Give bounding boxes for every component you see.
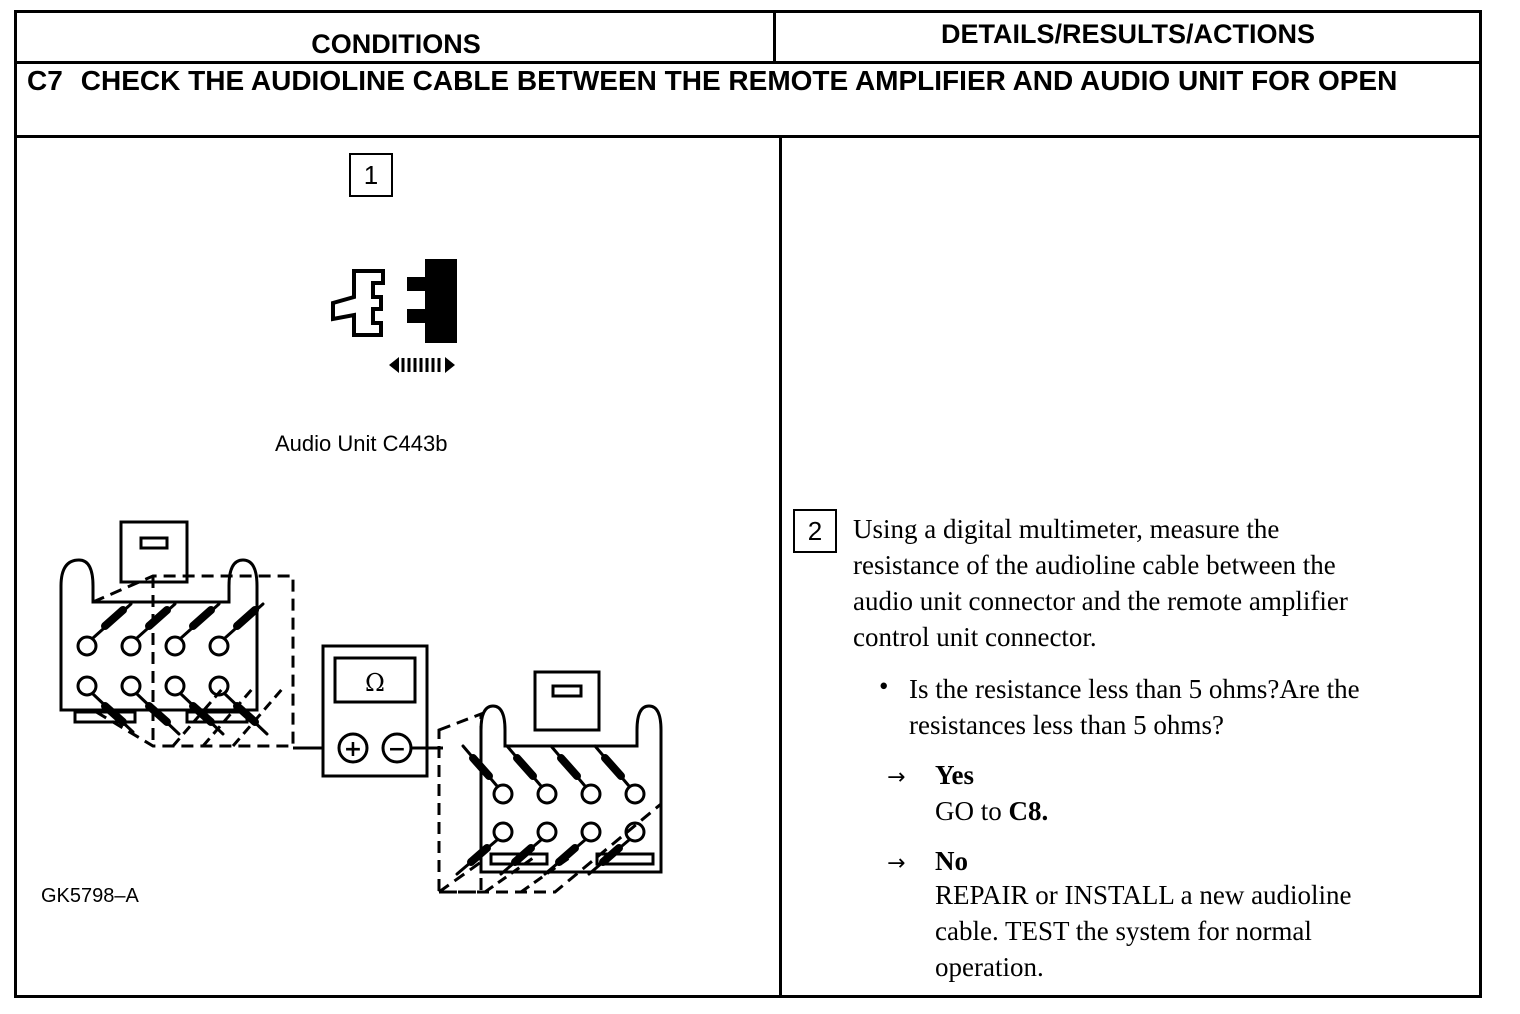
step-title-text: CHECK THE AUDIOLINE CABLE BETWEEN THE RE… [80,65,1398,96]
instruction-line-1: Using a digital multimeter, measure the [853,514,1280,544]
title-divider [17,135,1479,138]
yes-arrow-icon: → [887,765,906,790]
instruction-line-3: audio unit connector and the remote ampl… [853,586,1348,616]
connector-b-probes [455,744,631,876]
meter-plus-symbol: + [344,737,362,762]
conditions-column-header: CONDITIONS [311,28,481,59]
yes-action-target: C8. [1008,796,1049,826]
multimeter-wiring-diagram: Ω + − [59,520,663,894]
question-line-2: resistances less than 5 ohms? [909,710,1224,740]
no-label: No [935,846,968,876]
ohm-symbol: Ω [365,669,385,697]
instruction-line-2: resistance of the audioline cable betwee… [853,550,1336,580]
no-action-line-1: REPAIR or INSTALL a new audioline [935,880,1352,910]
question-bullet: • [879,671,889,701]
yes-action: GO to C8. [935,793,1048,829]
table-header-row: CONDITIONS DETAILS/RESULTS/ACTIONS [17,13,1479,64]
diagnostic-table: CONDITIONS DETAILS/RESULTS/ACTIONS C7 CHE… [14,10,1482,998]
connector-label: Audio Unit C443b [275,431,448,456]
details-column-header: DETAILS/RESULTS/ACTIONS [940,18,1315,49]
step-2-box: 2 [793,509,837,553]
column-divider [779,138,782,998]
step-title: C7 CHECK THE AUDIOLINE CABLE BETWEEN THE … [27,63,1467,99]
no-arrow-icon: → [887,851,906,876]
yes-label: Yes [935,760,974,790]
question-line-1: Is the resistance less than 5 ohms?Are t… [909,674,1360,704]
connector-a-probes [91,602,269,736]
meter-minus-symbol: − [388,737,406,762]
step-code: C7 [27,65,63,96]
connector-disconnect-icon [331,259,457,373]
instruction-line-4: control unit connector. [853,622,1097,652]
no-action-line-3: operation. [935,952,1044,982]
step-1-box: 1 [349,153,393,197]
figure-id: GK5798–A [41,885,139,907]
connector-a [59,520,295,748]
header-divider [773,13,776,61]
no-action-line-2: cable. TEST the system for normal [935,916,1312,946]
multimeter [293,644,443,778]
yes-action-prefix: GO to [935,796,1002,826]
